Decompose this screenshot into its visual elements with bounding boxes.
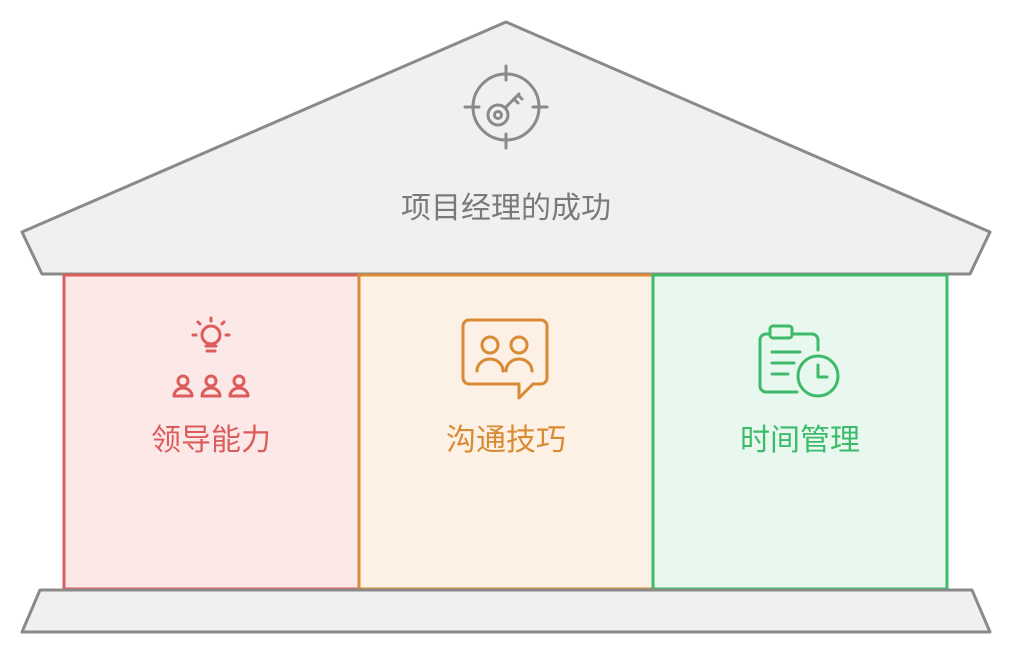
pillar-label-communication: 沟通技巧 <box>446 423 566 458</box>
target-key-icon <box>463 64 549 150</box>
lightbulb-team-icon <box>172 316 250 398</box>
clipboard-clock-icon <box>758 324 840 398</box>
base-shape <box>20 588 992 634</box>
chat-people-icon <box>461 318 549 400</box>
roof-title: 项目经理的成功 <box>401 191 611 226</box>
pillar-communication <box>357 273 655 591</box>
pillar-label-leadership: 领导能力 <box>151 423 271 458</box>
pillar-time-management <box>651 273 949 591</box>
pillar-label-time-management: 时间管理 <box>740 423 860 458</box>
